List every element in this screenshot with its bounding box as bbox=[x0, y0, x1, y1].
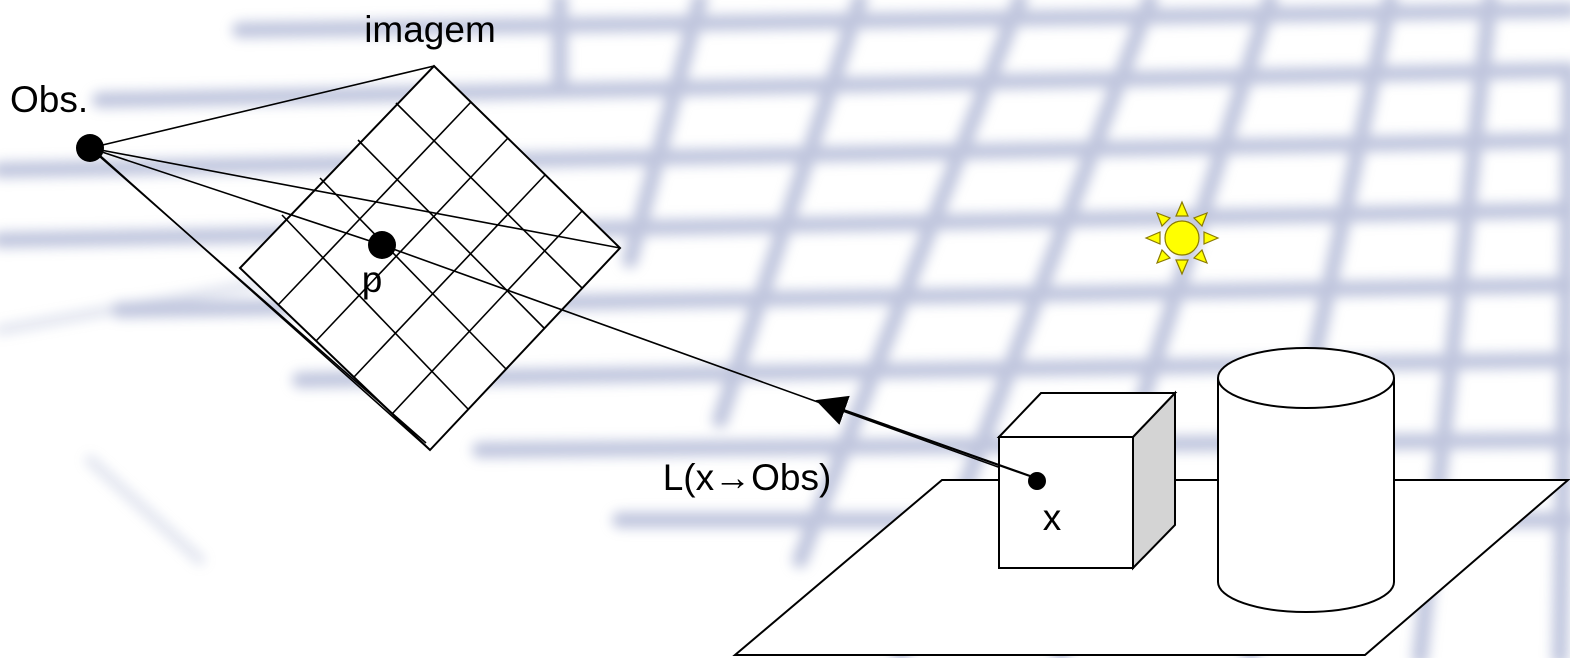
radiance-label: L(x→Obs) bbox=[663, 457, 832, 498]
cylinder-top bbox=[1217, 347, 1395, 409]
image-plane-label: imagem bbox=[364, 9, 496, 50]
sun-icon bbox=[1144, 200, 1220, 276]
surface-point-label: x bbox=[1043, 497, 1062, 538]
cylinder-body bbox=[1217, 378, 1395, 613]
cube-front bbox=[998, 436, 1134, 569]
image-plane-frame bbox=[238, 64, 622, 452]
image-plane bbox=[238, 64, 622, 452]
surface-point bbox=[1028, 472, 1046, 490]
view-rays bbox=[89, 65, 1038, 482]
cylinder bbox=[1217, 347, 1395, 613]
ray-to-plane-right bbox=[89, 147, 621, 249]
image-plane-gridlines bbox=[277, 101, 583, 415]
ray-pixel-to-x bbox=[381, 244, 1038, 482]
pixel-point bbox=[368, 231, 396, 259]
observer-label: Obs. bbox=[10, 79, 88, 120]
ray-to-plane-bottom-2 bbox=[95, 151, 431, 451]
cube bbox=[996, 390, 1178, 571]
observer-point bbox=[76, 134, 104, 162]
ray-to-plane-top bbox=[89, 65, 435, 149]
pixel-label: p bbox=[362, 259, 383, 300]
ray-observer-to-pixel bbox=[89, 147, 383, 246]
radiance-arrow bbox=[815, 395, 1031, 478]
